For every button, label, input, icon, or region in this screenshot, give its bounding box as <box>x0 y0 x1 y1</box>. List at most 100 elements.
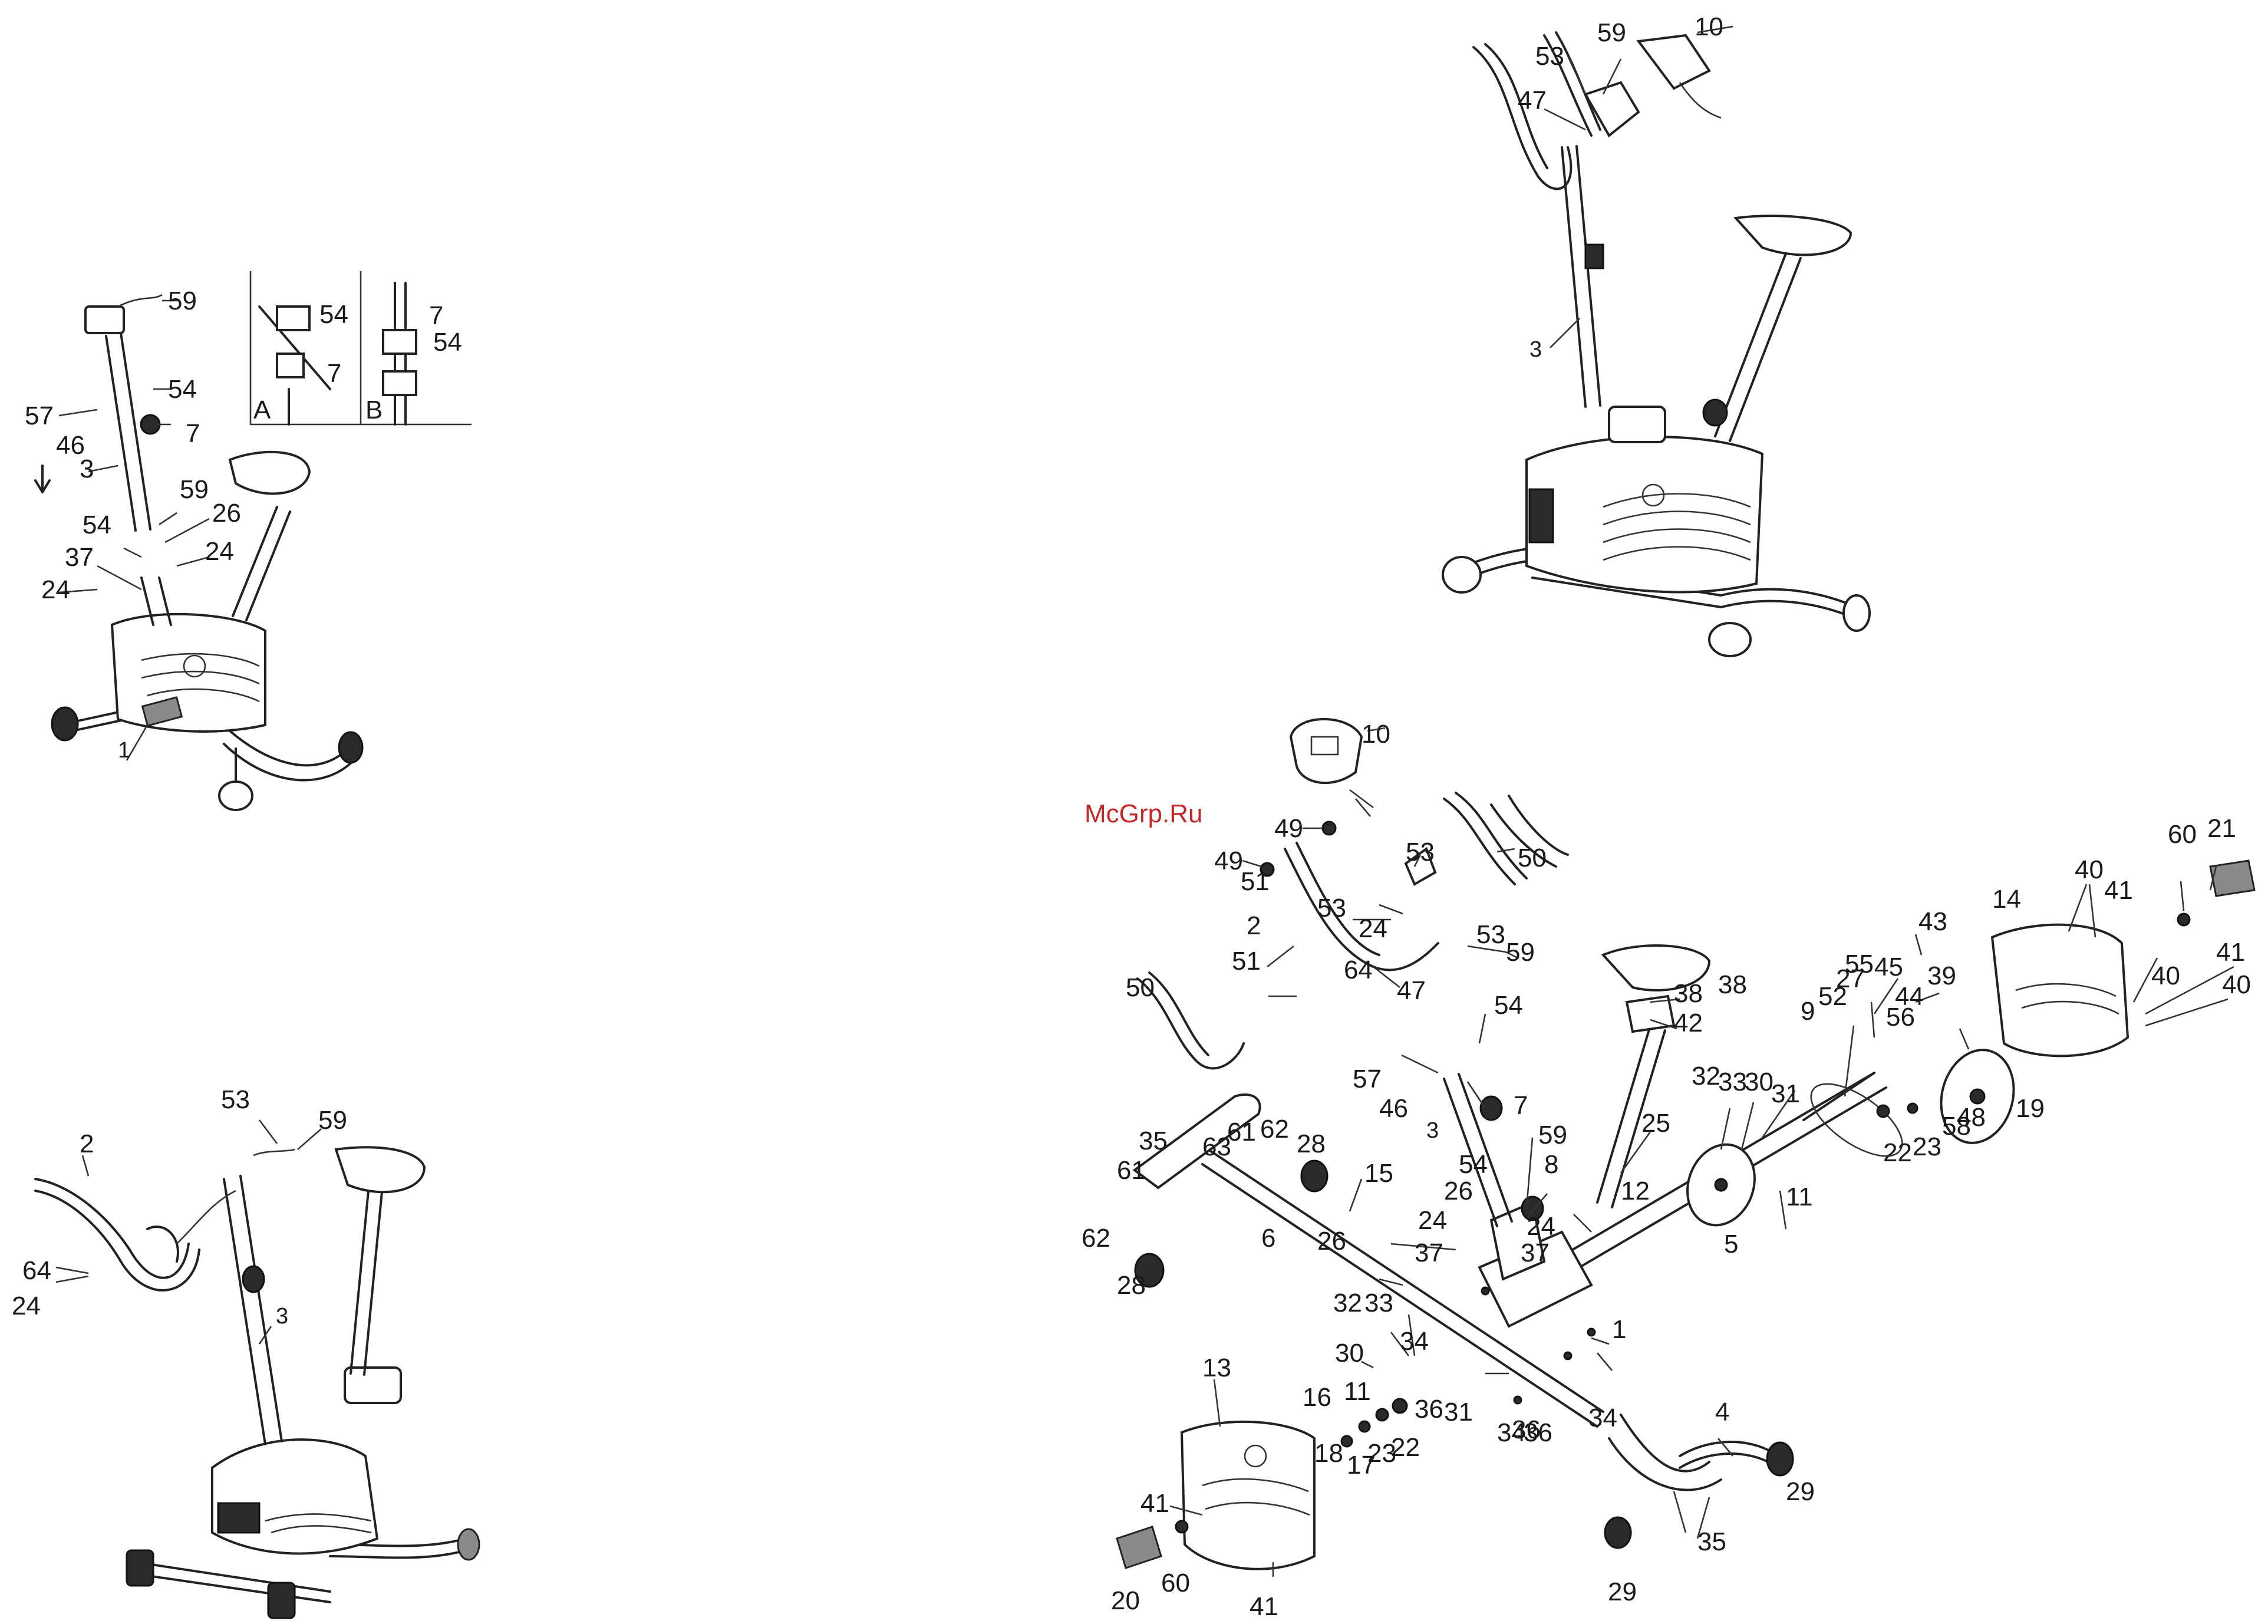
part-label: 16 <box>1303 1383 1331 1412</box>
part-label: 23 <box>1913 1132 1941 1161</box>
part-label: 30 <box>1335 1339 1364 1368</box>
part-label: 14 <box>1992 885 2021 914</box>
part-label: 6 <box>1261 1224 1275 1253</box>
part-label: 24 <box>1527 1212 1555 1241</box>
part-label: 59 <box>1506 938 1535 967</box>
part-label: 31 <box>1444 1398 1473 1427</box>
part-label: 24 <box>41 575 70 604</box>
part-label: 15 <box>1364 1159 1393 1188</box>
part-label: 60 <box>1161 1569 1190 1597</box>
part-label: 38 <box>1718 970 1747 999</box>
part-label: 3 <box>276 1304 288 1329</box>
part-label: 40 <box>2151 961 2180 990</box>
part-label: 57 <box>25 401 54 430</box>
part-label: 37 <box>1415 1238 1443 1267</box>
inset-a-tag: A <box>253 396 271 424</box>
part-label: 47 <box>1518 86 1547 115</box>
part-label: 54 <box>83 510 111 539</box>
part-label: 32 <box>1692 1062 1720 1091</box>
part-label: 8 <box>1544 1150 1558 1179</box>
part-label: 50 <box>1518 844 1547 872</box>
part-label: 22 <box>1391 1433 1420 1462</box>
part-label: 34 <box>1400 1327 1429 1356</box>
part-label: 39 <box>1927 961 1956 990</box>
part-label: 61 <box>1117 1156 1146 1185</box>
part-label: 12 <box>1621 1177 1650 1205</box>
panel-step1-drawing <box>34 294 364 811</box>
part-label: 28 <box>1297 1129 1326 1158</box>
part-label: 53 <box>1476 920 1505 949</box>
part-label: 40 <box>2222 970 2251 999</box>
part-label: 37 <box>1521 1238 1550 1267</box>
part-label: 31 <box>1771 1079 1800 1108</box>
part-label: 1 <box>118 738 130 763</box>
part-label: 46 <box>56 431 85 460</box>
part-label: 59 <box>1597 18 1626 47</box>
part-label: 20 <box>1111 1586 1140 1615</box>
part-label: 35 <box>1139 1126 1168 1155</box>
part-label: 56 <box>1886 1003 1915 1032</box>
part-label: 54 <box>1459 1150 1488 1179</box>
panel-exploded-drawing <box>1116 718 2256 1577</box>
part-label: 63 <box>1202 1132 1231 1161</box>
part-label: 54 <box>168 375 197 404</box>
part-label: 24 <box>1359 914 1387 943</box>
panel-step2-labels: 2 53 59 64 24 3 <box>12 1085 347 1329</box>
panel-exploded-labels: 10 49 49 53 50 2 53 24 51 51 53 59 50 64… <box>1082 720 2251 1621</box>
part-label: 58 <box>1942 1112 1971 1141</box>
part-label: 34 <box>1497 1418 1526 1447</box>
part-label: 3 <box>1529 337 1542 362</box>
part-label: 28 <box>1117 1271 1146 1300</box>
part-label: 48 <box>1957 1103 1986 1132</box>
part-label: 36 <box>1415 1395 1443 1424</box>
part-label: 49 <box>1214 846 1243 875</box>
part-label: 43 <box>1918 907 1947 936</box>
inset-b-tag: B <box>365 396 383 424</box>
part-label: 1 <box>1612 1315 1626 1344</box>
part-label: 32 <box>1333 1289 1362 1317</box>
part-label: 2 <box>80 1129 94 1158</box>
part-label: 64 <box>22 1256 51 1285</box>
part-label: 7 <box>1514 1091 1528 1120</box>
panel-assembled-labels: 59 10 53 47 3 <box>1518 12 1723 362</box>
part-label: 54 <box>1494 991 1523 1020</box>
part-label: 64 <box>1344 956 1373 984</box>
part-label: 24 <box>205 537 234 566</box>
part-label: 10 <box>1362 720 1390 749</box>
panel-step1-labels: 59 54 7 57 46 3 59 26 54 37 24 24 1 A 54… <box>25 286 462 763</box>
part-label: 41 <box>2216 938 2245 967</box>
part-label: 5 <box>1724 1230 1738 1259</box>
part-label: 26 <box>212 499 241 528</box>
part-label: 7 <box>186 419 200 448</box>
part-label: 4 <box>1715 1398 1729 1427</box>
part-label: 19 <box>2016 1094 2045 1123</box>
part-label: 27 <box>1836 964 1865 993</box>
part-label: 25 <box>1641 1109 1670 1138</box>
part-label: 53 <box>1535 42 1564 71</box>
part-label: 60 <box>2168 820 2197 849</box>
part-label: 18 <box>1314 1439 1343 1468</box>
part-label: 44 <box>1895 982 1924 1011</box>
part-label: 26 <box>1317 1227 1346 1256</box>
part-label: 59 <box>1538 1121 1567 1149</box>
part-label: 61 <box>1227 1118 1256 1147</box>
part-label: 59 <box>168 286 197 315</box>
part-label: 59 <box>180 475 209 504</box>
part-label: 50 <box>1126 973 1155 1002</box>
part-label: 40 <box>2075 855 2104 884</box>
part-label: 29 <box>1608 1577 1637 1606</box>
part-label: 51 <box>1232 947 1261 976</box>
part-label: 54 <box>433 328 462 357</box>
part-label: 3 <box>1426 1118 1439 1143</box>
part-label: 3 <box>80 454 94 483</box>
part-label: 2 <box>1247 911 1261 940</box>
part-label: 24 <box>12 1292 41 1320</box>
part-label: 41 <box>1250 1592 1278 1621</box>
part-label: 41 <box>2104 876 2133 905</box>
part-label: 11 <box>1344 1377 1371 1406</box>
part-label: 57 <box>1353 1065 1382 1093</box>
part-label: 24 <box>1418 1206 1447 1235</box>
part-label: 53 <box>221 1085 250 1114</box>
part-label: 22 <box>1883 1138 1912 1167</box>
